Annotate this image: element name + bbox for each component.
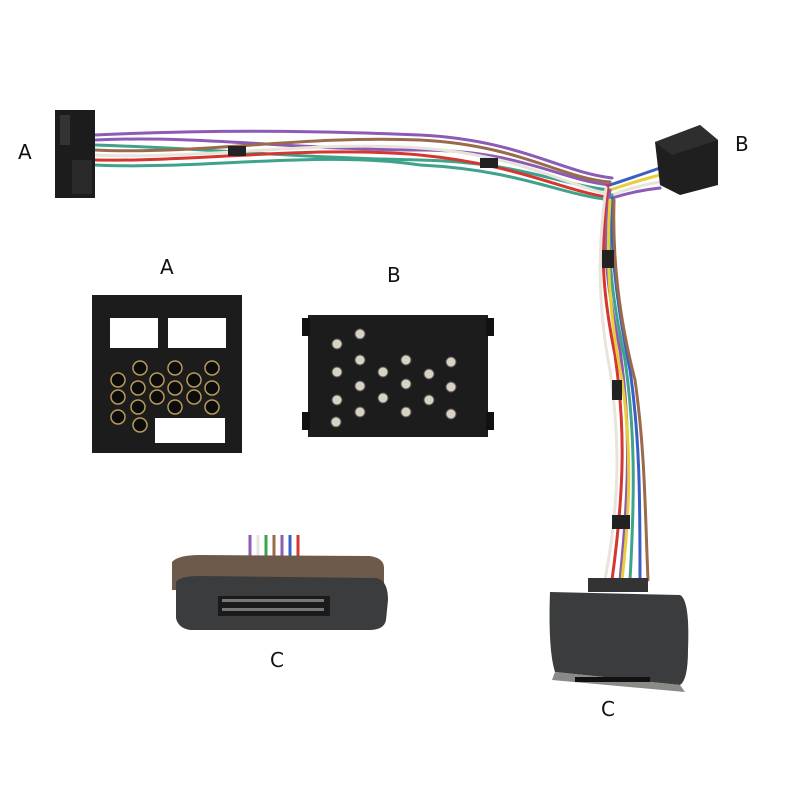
detail-label-b: B — [387, 263, 401, 287]
detail-module-c — [172, 535, 388, 630]
detail-connector-b — [302, 315, 494, 437]
harness-wires — [93, 129, 662, 582]
cable-sleeve — [602, 250, 614, 268]
detail-connector-a — [92, 295, 242, 453]
harness-label-a: A — [18, 140, 32, 164]
harness-module-c — [549, 578, 689, 692]
harness-label-b: B — [735, 132, 749, 156]
detail-label-c: C — [270, 648, 284, 672]
harness-connector-a — [55, 110, 95, 198]
cable-sleeve — [612, 515, 630, 529]
cable-sleeve — [228, 146, 246, 156]
detail-label-a: A — [160, 255, 174, 279]
cable-sleeve — [480, 158, 498, 168]
harness-label-c: C — [601, 697, 615, 721]
cable-sleeve — [612, 380, 622, 400]
harness-connector-b — [655, 125, 718, 195]
